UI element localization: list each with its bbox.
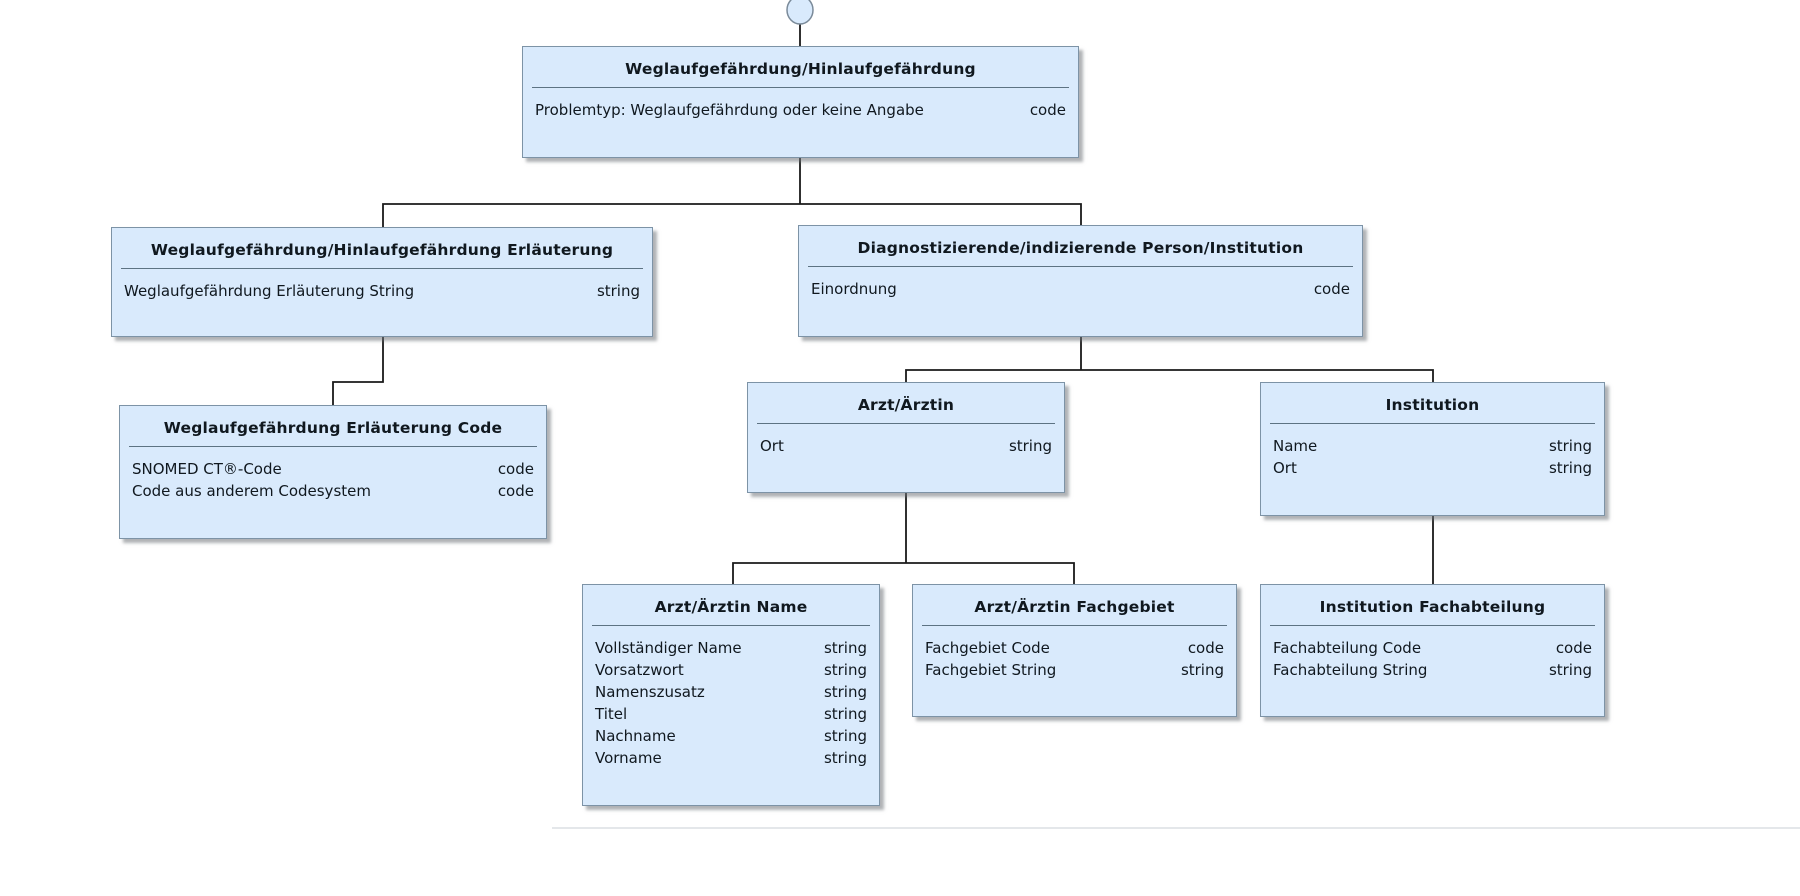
- attribute-type: string: [823, 661, 867, 679]
- attribute-label: Code aus anderem Codesystem: [132, 482, 371, 500]
- attribute-label: Ort: [760, 437, 784, 455]
- attribute-type: code: [1313, 280, 1350, 298]
- attribute-row[interactable]: Vorsatzwort string: [595, 659, 867, 681]
- attribute-type: code: [497, 482, 534, 500]
- attribute-type: code: [1187, 639, 1224, 657]
- node-weglaufgefaehrdung-erlaeuterung-code[interactable]: Weglaufgefährdung Erläuterung Code SNOME…: [119, 405, 547, 539]
- node-title: Weglaufgefährdung/Hinlaufgefährdung Erlä…: [150, 241, 614, 259]
- node-title: Weglaufgefährdung Erläuterung Code: [163, 419, 503, 437]
- node-arzt-aerztin-name[interactable]: Arzt/Ärztin Name Vollständiger Name stri…: [582, 584, 880, 806]
- connector-top-to-children: [382, 158, 1082, 227]
- attribute-label: Weglaufgefährdung Erläuterung String: [124, 282, 415, 300]
- node-diagnostizierende-indizierende-person-institution[interactable]: Diagnostizierende/indizierende Person/In…: [798, 225, 1363, 337]
- node-arzt-aerztin[interactable]: Arzt/Ärztin Ort string: [747, 382, 1065, 493]
- attribute-row[interactable]: Titel string: [595, 703, 867, 725]
- attribute-label: Namenszusatz: [595, 683, 705, 701]
- root-circle[interactable]: [786, 0, 814, 25]
- attribute-label: Fachabteilung Code: [1273, 639, 1422, 657]
- attribute-row[interactable]: Nachname string: [595, 725, 867, 747]
- attribute-row[interactable]: Namenszusatz string: [595, 681, 867, 703]
- node-arzt-aerztin-fachgebiet[interactable]: Arzt/Ärztin Fachgebiet Fachgebiet Code c…: [912, 584, 1237, 717]
- attribute-row[interactable]: Vollständiger Name string: [595, 637, 867, 659]
- title-separator: [808, 266, 1353, 267]
- attribute-row[interactable]: Problemtyp: Weglaufgefährdung oder keine…: [535, 99, 1066, 121]
- node-title: Arzt/Ärztin Fachgebiet: [974, 598, 1175, 616]
- attribute-row[interactable]: SNOMED CT®-Code code: [132, 458, 534, 480]
- attribute-type: code: [1555, 639, 1592, 657]
- attribute-label: Vollständiger Name: [595, 639, 742, 657]
- node-title: Institution Fachabteilung: [1319, 598, 1546, 616]
- attribute-row[interactable]: Fachabteilung String string: [1273, 659, 1592, 681]
- attribute-label: Vorname: [595, 749, 662, 767]
- attribute-label: Fachabteilung String: [1273, 661, 1428, 679]
- attribute-type: string: [823, 749, 867, 767]
- title-separator: [129, 446, 537, 447]
- node-title: Diagnostizierende/indizierende Person/In…: [857, 239, 1304, 257]
- node-title: Arzt/Ärztin Name: [654, 598, 808, 616]
- attribute-label: Fachgebiet Code: [925, 639, 1050, 657]
- node-institution-fachabteilung[interactable]: Institution Fachabteilung Fachabteilung …: [1260, 584, 1605, 717]
- attribute-label: Fachgebiet String: [925, 661, 1057, 679]
- attribute-type: string: [823, 727, 867, 745]
- attribute-row[interactable]: Fachgebiet String string: [925, 659, 1224, 681]
- title-separator: [1270, 423, 1595, 424]
- attribute-label: Vorsatzwort: [595, 661, 684, 679]
- attribute-label: Einordnung: [811, 280, 897, 298]
- attribute-row[interactable]: Fachgebiet Code code: [925, 637, 1224, 659]
- connector-erlaeuterung-to-code: [332, 337, 384, 405]
- node-weglaufgefaehrdung-hinlaufgefaehrdung-erlaeuterung[interactable]: Weglaufgefährdung/Hinlaufgefährdung Erlä…: [111, 227, 653, 337]
- attribute-row[interactable]: Einordnung code: [811, 278, 1350, 300]
- attribute-type: string: [823, 705, 867, 723]
- attribute-row[interactable]: Vorname string: [595, 747, 867, 769]
- attribute-row[interactable]: Weglaufgefährdung Erläuterung String str…: [124, 280, 640, 302]
- attribute-type: string: [823, 683, 867, 701]
- attribute-label: Titel: [595, 705, 628, 723]
- connector-arzt-to-children: [732, 493, 1075, 584]
- title-separator: [757, 423, 1055, 424]
- title-separator: [121, 268, 643, 269]
- connector-person-to-children: [905, 337, 1434, 382]
- attribute-row[interactable]: Name string: [1273, 435, 1592, 457]
- attribute-row[interactable]: Fachabteilung Code code: [1273, 637, 1592, 659]
- attribute-type: string: [1548, 437, 1592, 455]
- title-separator: [532, 87, 1069, 88]
- attribute-type: string: [1548, 459, 1592, 477]
- attribute-type: string: [596, 282, 640, 300]
- attribute-label: Name: [1273, 437, 1318, 455]
- node-weglaufgefaehrdung-hinlaufgefaehrdung[interactable]: Weglaufgefährdung/Hinlaufgefährdung Prob…: [522, 46, 1079, 158]
- attribute-type: string: [1008, 437, 1052, 455]
- attribute-row[interactable]: Ort string: [760, 435, 1052, 457]
- node-title: Arzt/Ärztin: [857, 396, 955, 414]
- node-title: Institution: [1385, 396, 1480, 414]
- node-title: Weglaufgefährdung/Hinlaufgefährdung: [625, 60, 976, 78]
- attribute-type: code: [497, 460, 534, 478]
- attribute-type: string: [1180, 661, 1224, 679]
- title-separator: [592, 625, 870, 626]
- attribute-type: string: [823, 639, 867, 657]
- attribute-label: Ort: [1273, 459, 1297, 477]
- attribute-type: code: [1029, 101, 1066, 119]
- attribute-label: Nachname: [595, 727, 676, 745]
- attribute-type: string: [1548, 661, 1592, 679]
- attribute-row[interactable]: Code aus anderem Codesystem code: [132, 480, 534, 502]
- attribute-row[interactable]: Ort string: [1273, 457, 1592, 479]
- node-institution[interactable]: Institution Name string Ort string: [1260, 382, 1605, 516]
- attribute-label: SNOMED CT®-Code: [132, 460, 282, 478]
- title-separator: [1270, 625, 1595, 626]
- attribute-label: Problemtyp: Weglaufgefährdung oder keine…: [535, 101, 924, 119]
- title-separator: [922, 625, 1227, 626]
